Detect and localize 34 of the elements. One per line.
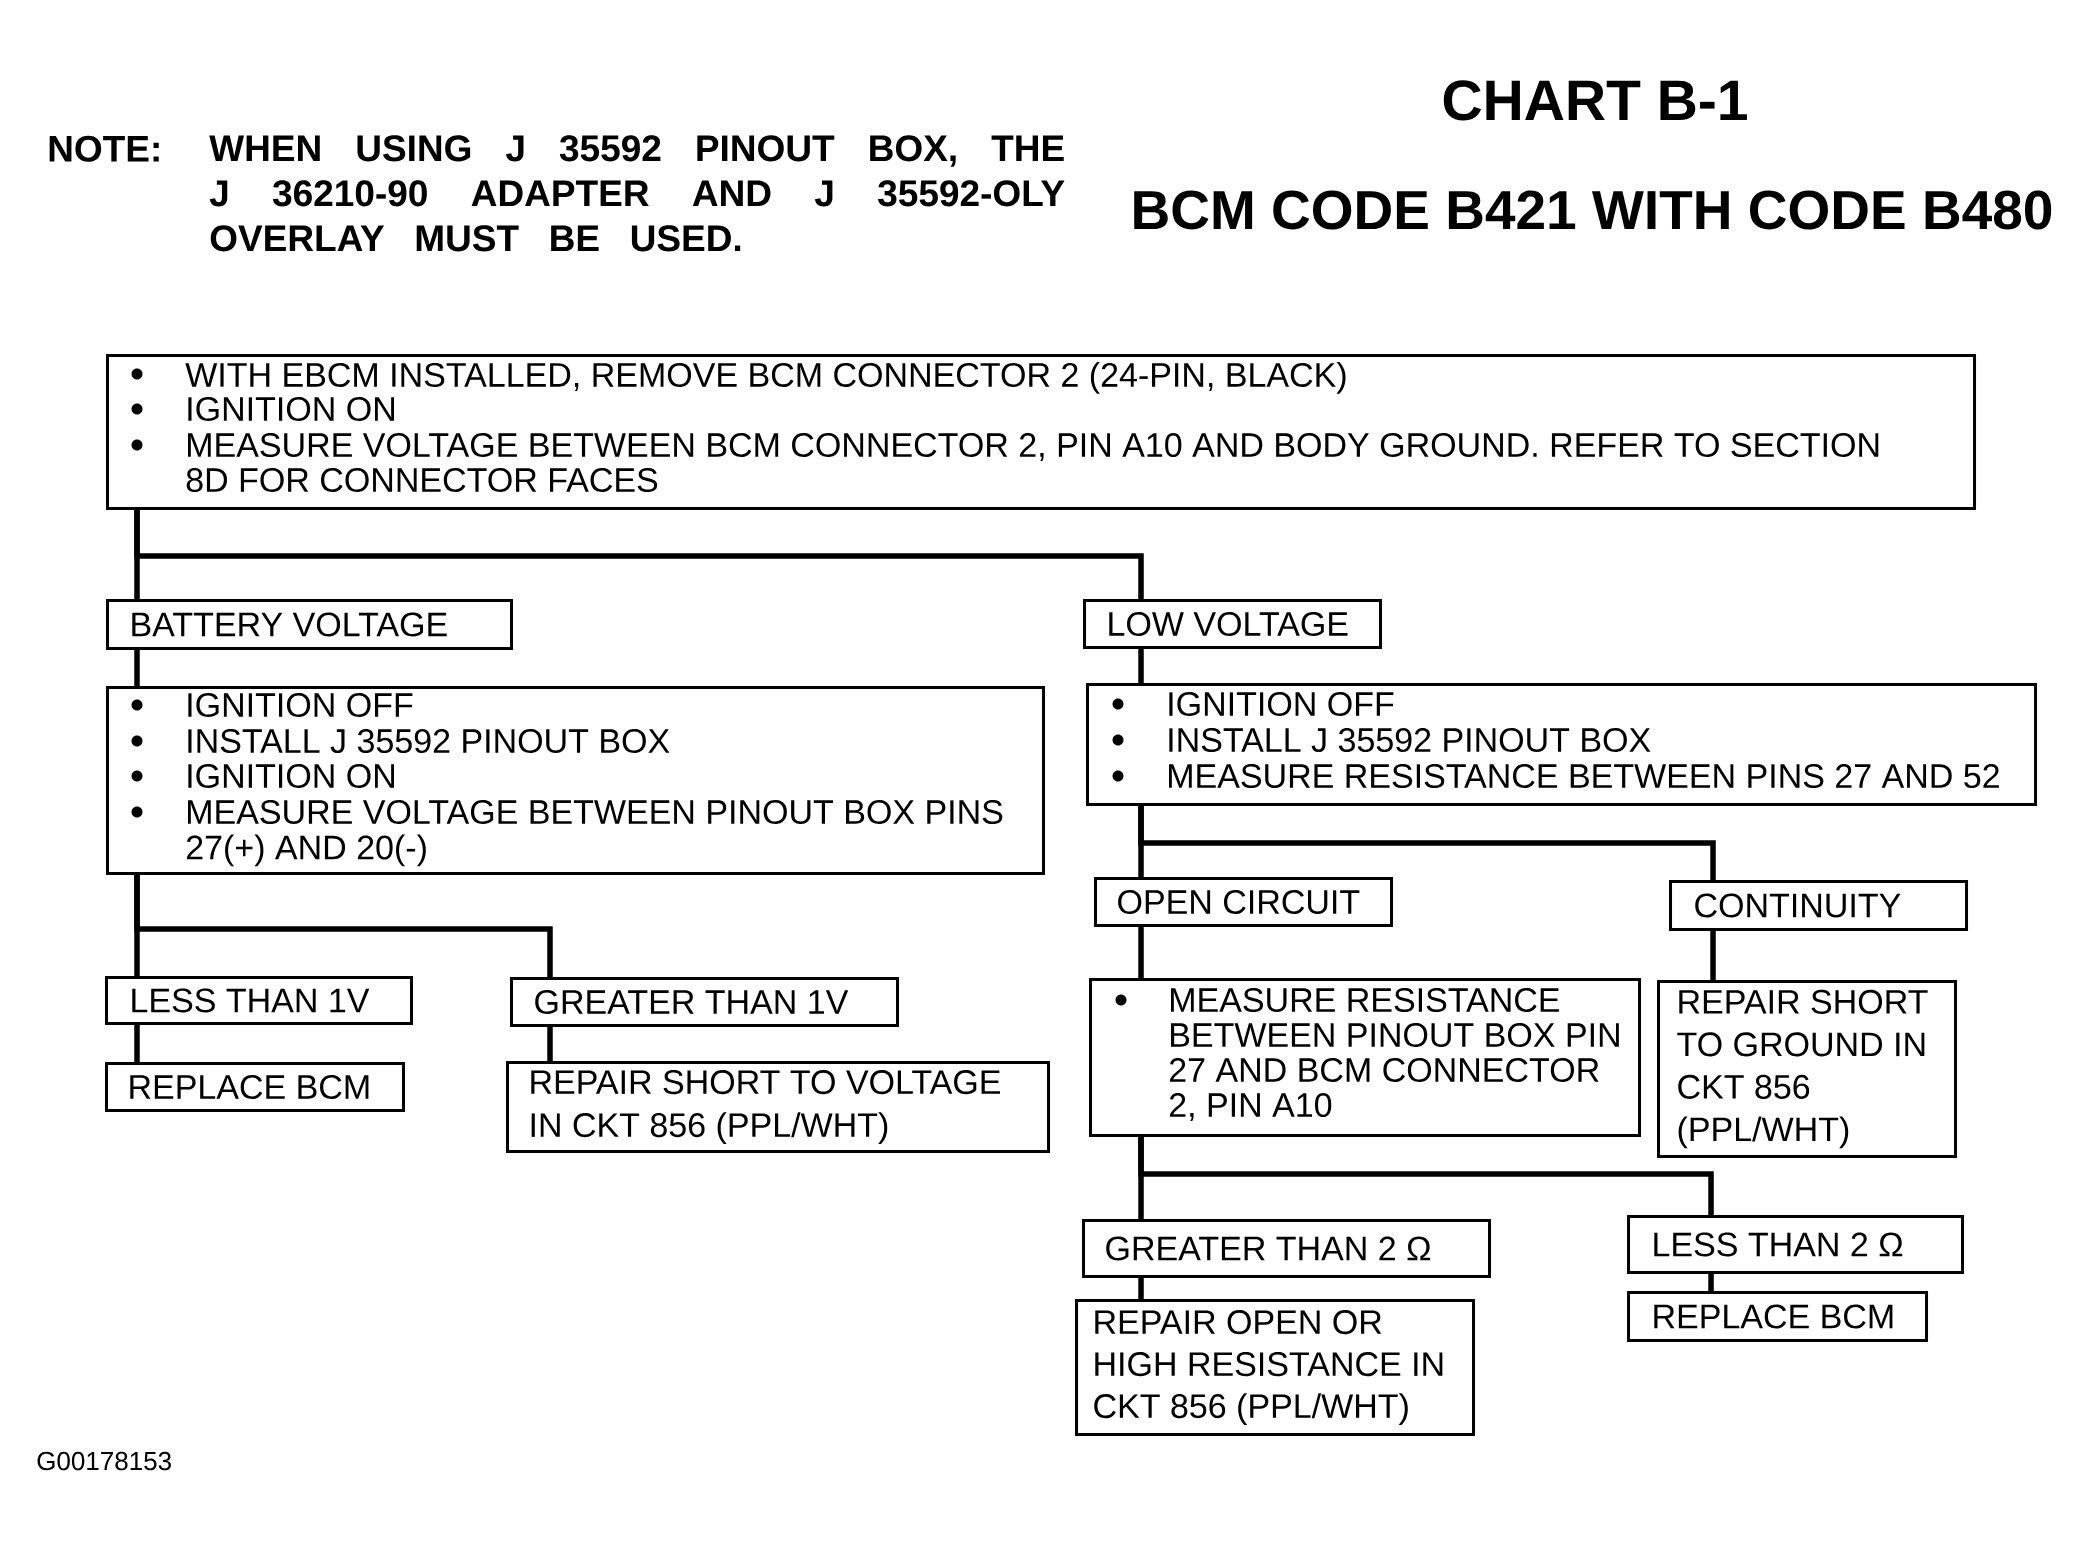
action-box: REPAIR SHORT TO VOLTAGE IN CKT 856 (PPL/WHT) (506, 1061, 1050, 1153)
condition-box: CONTINUITY (1669, 880, 1969, 931)
connector-line (1710, 931, 1716, 980)
connector-line (1138, 649, 1144, 683)
instruction-box: WITH EBCM INSTALLED, REMOVE BCM CONNECTOR 2 (24-PIN, BLACK) IGNITION ON MEASURE VOLTAGE BETWEEN BCM CONNECTOR 2, PIN A10 AND BODY GROUND. REFER TO SECTION 8D FOR CONNECTOR FACES (106, 354, 1977, 510)
condition-box: OPEN CIRCUIT (1094, 877, 1393, 927)
condition-box: LESS THAN 2 Ω (1627, 1215, 1965, 1274)
instruction-box: MEASURE RESISTANCE BETWEEN PINOUT BOX PIN 27 AND BCM CONNECTOR 2, PIN A10 (1089, 978, 1641, 1137)
note-text: WHEN USING J 35592 PINOUT BOX, THE J 36210-90 ADAPTER AND J 35592-OLY OVERLAY MUST BE USED. (209, 135, 1065, 252)
connector-line (134, 875, 553, 977)
chart-subtitle: BCM CODE B421 WITH CODE B480 (1134, 190, 2052, 230)
connector-line (1138, 1137, 1714, 1215)
action-box: REPLACE BCM (1627, 1291, 1929, 1342)
condition-box: BATTERY VOLTAGE (106, 599, 513, 650)
connector-line (1138, 1278, 1144, 1299)
connector-line (134, 650, 140, 686)
connector-line (547, 1027, 553, 1061)
action-box: REPAIR OPEN OR HIGH RESISTANCE IN CKT 856 (PPL/WHT) (1075, 1299, 1475, 1436)
connector-line (1138, 927, 1144, 978)
instruction-box: IGNITION OFF INSTALL J 35592 PINOUT BOX MEASURE RESISTANCE BETWEEN PINS 27 AND 52 (1086, 683, 2038, 806)
condition-box: GREATER THAN 2 Ω (1082, 1219, 1491, 1278)
connector-line (1138, 806, 1716, 880)
condition-box: LOW VOLTAGE (1083, 599, 1382, 649)
note-label: NOTE: (49, 135, 159, 162)
instruction-box: IGNITION OFF INSTALL J 35592 PINOUT BOX IGNITION ON MEASURE VOLTAGE BETWEEN PINOUT BOX PINS 27(+) AND 20(-) (106, 686, 1045, 875)
connector-line (134, 1025, 140, 1062)
action-box: REPLACE BCM (105, 1062, 405, 1112)
action-box: REPAIR SHORT TO GROUND IN CKT 856 (PPL/WHT) (1657, 980, 1958, 1158)
connector-line (134, 510, 1144, 599)
condition-box: LESS THAN 1V (105, 976, 413, 1025)
chart-title: CHART B-1 (1443, 80, 1747, 121)
condition-box: GREATER THAN 1V (510, 977, 899, 1027)
connector-line (1708, 1274, 1714, 1291)
figure-id: G00178153 (37, 1451, 171, 1471)
